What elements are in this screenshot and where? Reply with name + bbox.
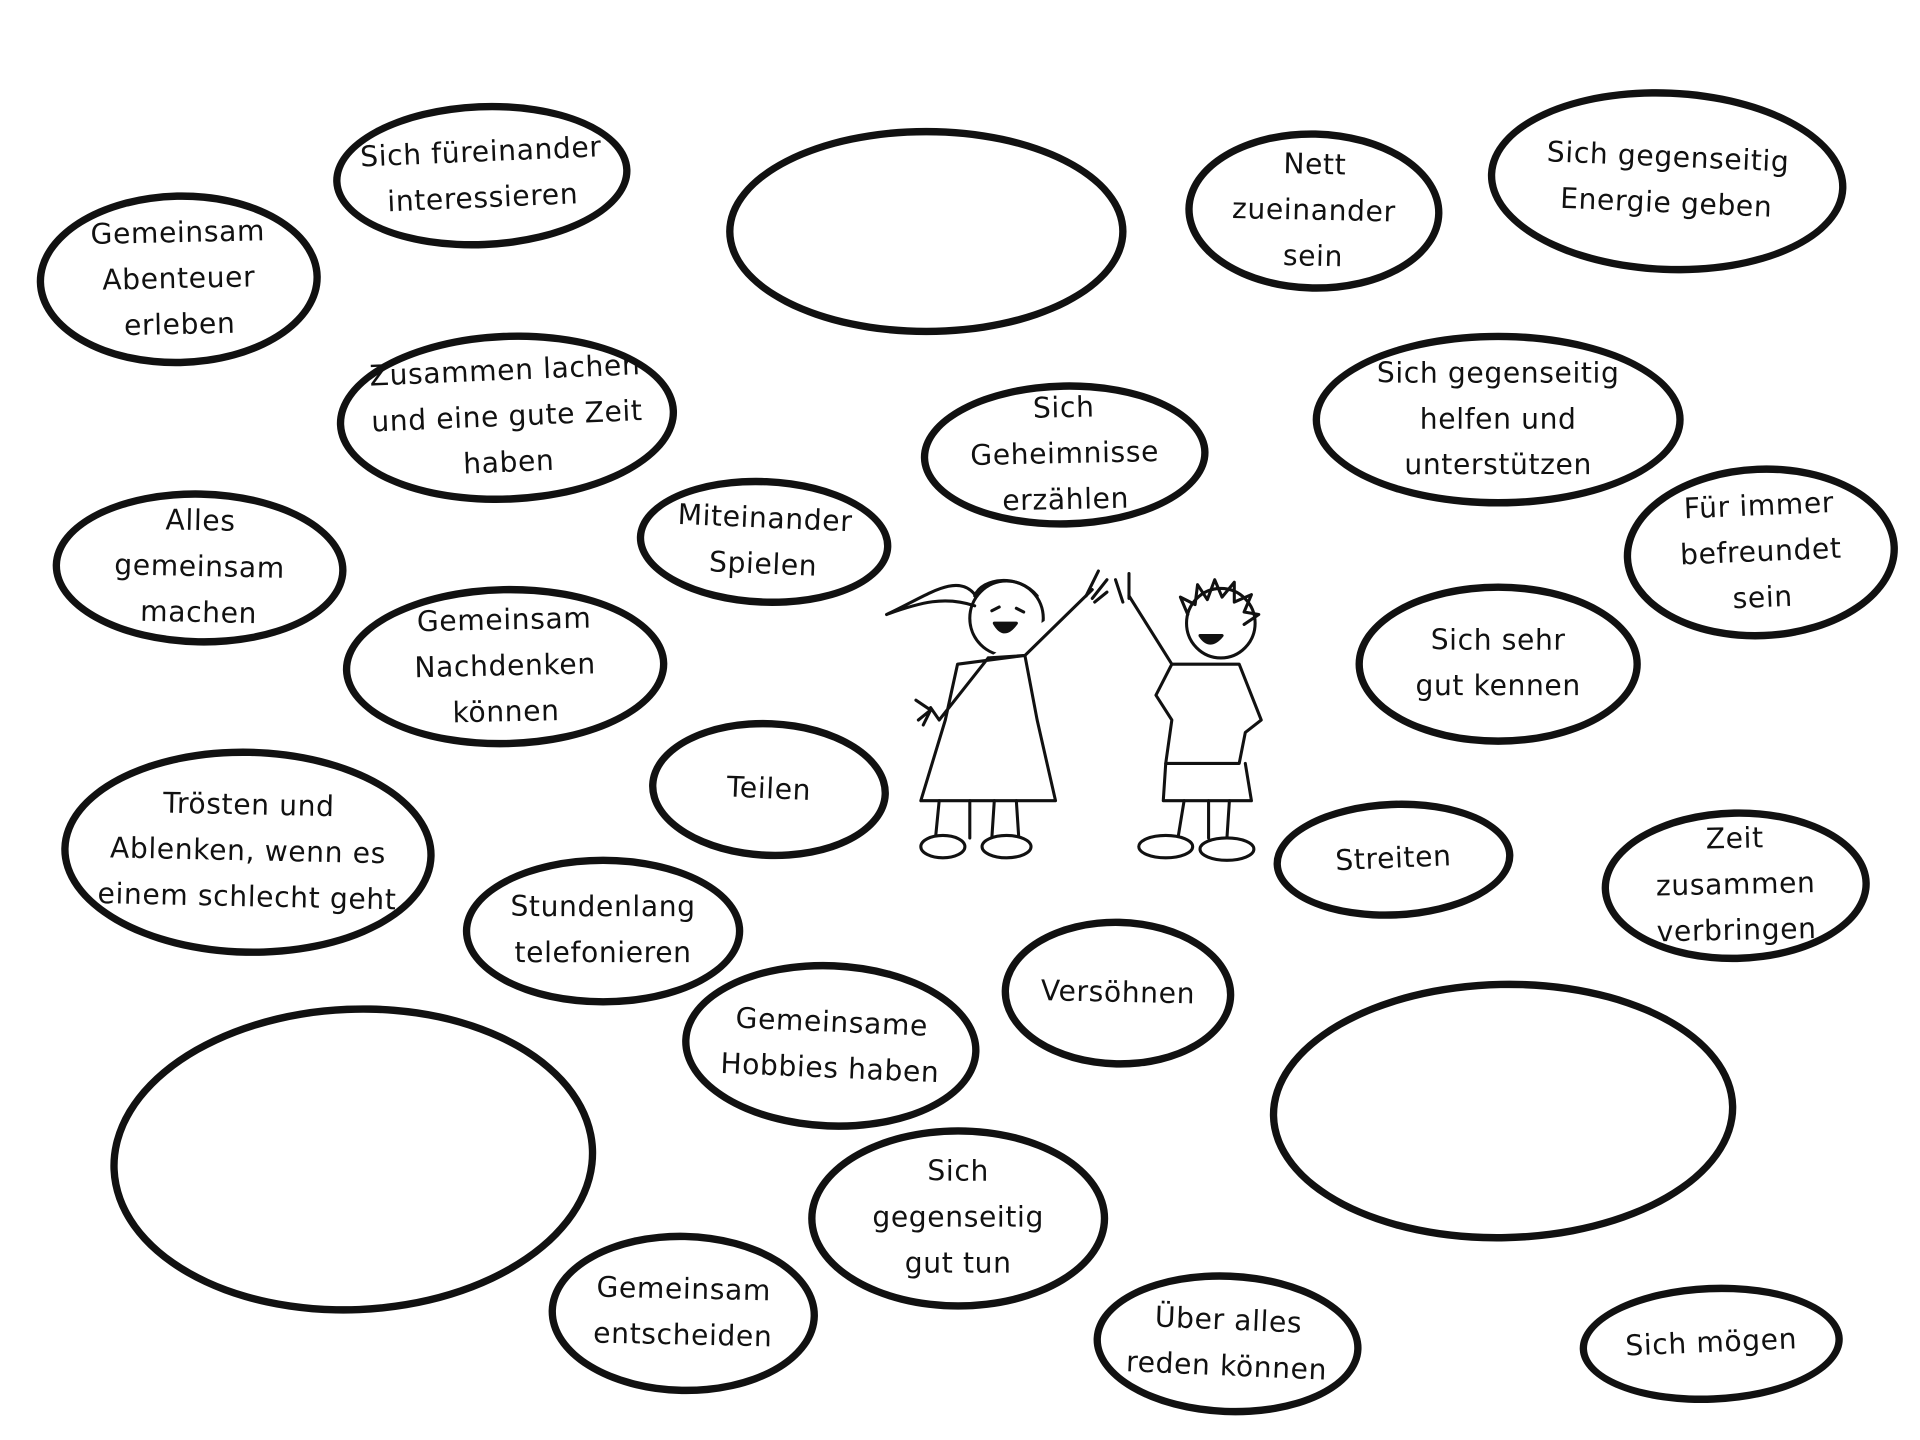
bubble-text-line: Ablenken, wenn es	[109, 832, 387, 871]
bubble-text-line: Spielen	[708, 545, 818, 583]
bubble-text-line: Sich gegenseitig	[1376, 356, 1620, 390]
bubble-text-line: helfen und	[1419, 402, 1577, 436]
bubble-text-line: Zeit	[1705, 822, 1765, 856]
text-bubble: Für immer befreundet sein	[1620, 459, 1902, 646]
bubble-text-line: Versöhnen	[1040, 974, 1196, 1011]
bubble-text-line: Abenteuer	[101, 260, 256, 297]
text-bubble: Sich gegenseitig gut tun	[808, 1127, 1109, 1310]
bubble-text-line: unterstützen	[1404, 448, 1592, 482]
text-bubble: Über alles reden können	[1090, 1266, 1365, 1421]
text-bubble: Gemeinsam entscheiden	[546, 1229, 820, 1397]
bubble-text-line: sein	[1282, 239, 1344, 274]
bubble-text-line: Streiten	[1334, 840, 1453, 878]
bubble-text-line: einem schlecht geht	[97, 878, 397, 917]
bubble-text-line: befreundet	[1679, 532, 1843, 572]
bubble-text-line: gut tun	[904, 1247, 1012, 1280]
text-bubble: Versöhnen	[1000, 916, 1236, 1071]
bubble-text-line: erzählen	[1001, 482, 1130, 518]
bubble-text-line: gegenseitig	[872, 1201, 1044, 1234]
bubble-text-line: haben	[462, 444, 556, 482]
text-bubble: Nett zueinander sein	[1183, 127, 1445, 295]
girl-figure	[885, 569, 1109, 860]
text-bubble: Streiten	[1271, 795, 1516, 924]
empty-bubble[interactable]	[726, 127, 1127, 336]
bubble-text-line: zueinander	[1231, 192, 1397, 229]
bubble-text-line: Über alles	[1154, 1300, 1303, 1340]
bubble-text-line: Alles	[165, 504, 236, 539]
bubble-text-line: interessieren	[386, 177, 579, 219]
bubble-text-line: erleben	[123, 307, 236, 342]
bubble-text-line: Stundenlang	[510, 891, 696, 924]
text-bubble: Stundenlang telefonieren	[462, 856, 744, 1006]
bubble-text-line: Sich	[927, 1155, 989, 1189]
bubble-text-line: gemeinsam	[114, 549, 286, 586]
bubble-text-line: Gemeinsam	[90, 214, 266, 251]
text-bubble: Zeit zusammen verbringen	[1600, 806, 1872, 965]
empty-bubble[interactable]	[1267, 975, 1739, 1247]
children-high-five-illustration	[885, 569, 1263, 862]
bubble-text-line: Sich	[1032, 391, 1095, 426]
bubble-text-line: Trösten und	[162, 787, 335, 824]
bubble-text-line: machen	[139, 595, 258, 631]
bubble-text-line: Nachdenken	[414, 647, 597, 685]
bubble-text-line: Teilen	[726, 770, 812, 807]
text-bubble: Sich mögen	[1577, 1279, 1846, 1409]
boy-figure	[1113, 571, 1263, 862]
bubble-text-line: Gemeinsam	[596, 1271, 772, 1308]
bubble-text-line: Sich mögen	[1624, 1323, 1798, 1363]
text-bubble: Sich sehr gut kennen	[1355, 583, 1641, 745]
bubble-text-line: Sich sehr	[1430, 624, 1566, 657]
bubble-text-line: Gemeinsam	[416, 602, 592, 639]
text-bubble: Teilen	[646, 714, 892, 865]
bubble-text-line: Für immer	[1683, 486, 1835, 526]
bubble-text-line: entscheiden	[592, 1317, 773, 1354]
text-bubble: Alles gemeinsam machen	[51, 487, 349, 649]
bubble-text-line: Energie geben	[1559, 182, 1773, 225]
bubble-text-line: verbringen	[1656, 913, 1817, 949]
bubble-text-line: gut kennen	[1415, 670, 1581, 703]
bubble-text-line: Hobbies haben	[719, 1047, 941, 1089]
bubble-text-line: telefonieren	[514, 937, 692, 970]
bubble-text-line: Miteinander	[677, 498, 854, 539]
bubble-text-line: Gemeinsame	[734, 1002, 929, 1043]
empty-bubble[interactable]	[104, 995, 603, 1324]
bubble-text-line: zusammen	[1655, 867, 1816, 903]
bubble-text-line: können	[452, 694, 560, 730]
bubble-text-line: sein	[1731, 580, 1794, 616]
bubble-text-line: Nett	[1283, 147, 1347, 182]
bubble-text-line: Geheimnisse	[970, 436, 1160, 473]
text-bubble: Sich gegenseitig helfen und unterstützen	[1312, 332, 1684, 507]
bubble-text-line: reden können	[1125, 1345, 1328, 1387]
